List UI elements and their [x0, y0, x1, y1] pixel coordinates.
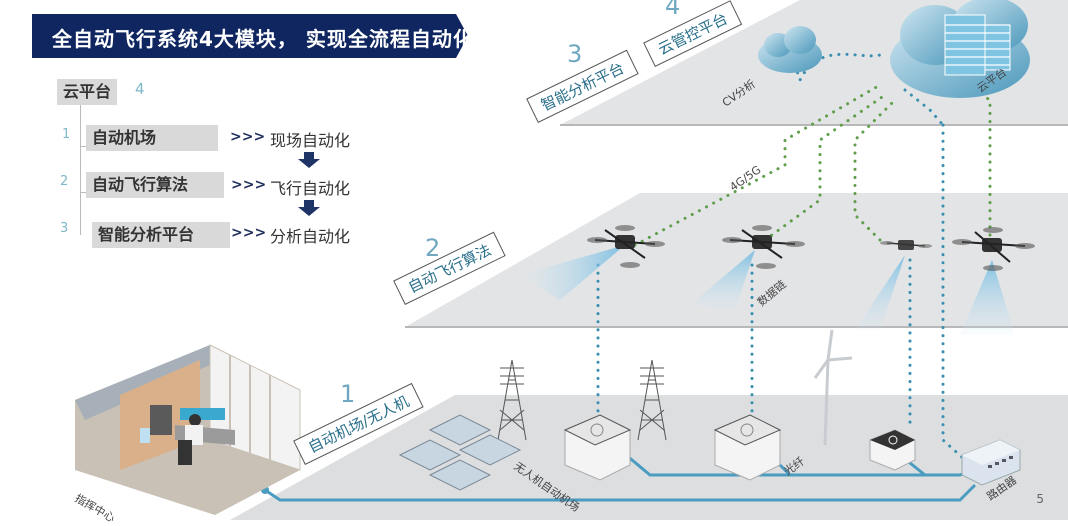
banner-arrow-shape [32, 14, 468, 58]
outline-root-label: 云平台 [57, 79, 118, 105]
outline-item-flight-algorithm: 自动飞行算法 [86, 172, 224, 198]
blue-dotted-links [596, 52, 967, 462]
drone-airport-box-3 [869, 429, 916, 471]
drone-airport-box-2 [713, 414, 782, 481]
outline-root-number: 4 [135, 80, 145, 98]
outline-result: 分析自动化 [270, 227, 351, 246]
layer-number-4: 4 [665, 0, 681, 20]
outline-item-number: 1 [62, 127, 71, 142]
down-arrow-icon [298, 200, 320, 216]
power-tower-1 [497, 359, 527, 441]
outline-arrow: >>> [231, 177, 267, 193]
outline-arrow: >>> [230, 129, 266, 145]
wind-turbine [813, 329, 853, 446]
outline-item-airport: 自动机场 [86, 125, 218, 151]
cloud-platform-icon [890, 0, 1030, 98]
power-tower-2 [637, 359, 667, 441]
outline-item-analysis-platform: 智能分析平台 [92, 222, 230, 248]
layer-number-1: 1 [340, 380, 356, 408]
flight-layer-floor [405, 193, 1068, 327]
cv-cloud-icon [758, 26, 822, 73]
router-device [961, 439, 1021, 486]
drone-2 [690, 225, 805, 310]
title-banner: 全自动飞行系统4大模块， 实现全流程自动化 [32, 14, 473, 58]
layer-number-2: 2 [425, 234, 441, 262]
outline-tree-line [80, 105, 81, 235]
drone-1 [520, 225, 665, 300]
layer-number-3: 3 [567, 40, 583, 68]
drone-airport-box-1 [563, 414, 632, 481]
down-arrow-icon [298, 152, 320, 168]
outline-result: 飞行自动化 [270, 179, 351, 198]
command-center-room [75, 344, 301, 515]
solar-panels [398, 414, 522, 491]
drone-3 [855, 240, 932, 330]
outline-result: 现场自动化 [270, 131, 351, 150]
drone-4 [952, 227, 1035, 335]
page-number: 5 [1036, 492, 1044, 506]
outline-item-number: 3 [60, 221, 69, 236]
page-title: 全自动飞行系统4大模块， 实现全流程自动化 [52, 27, 474, 51]
outline-item-number: 2 [60, 174, 69, 189]
outline-arrow: >>> [231, 225, 267, 241]
